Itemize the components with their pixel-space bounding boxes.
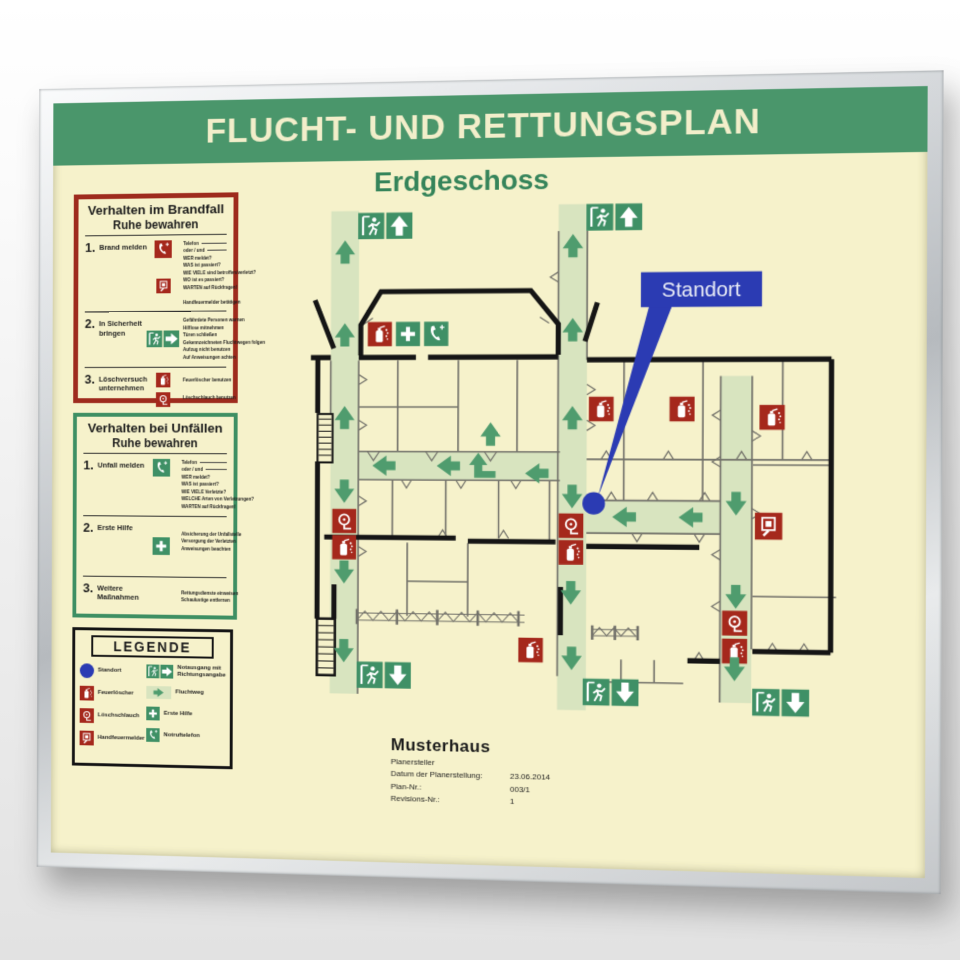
detail-line: Aufzug nicht benutzen [182, 347, 231, 353]
legend-panel: LEGENDE Standort Feuerlöscher [71, 627, 234, 770]
row-label: Brand melden [99, 242, 147, 252]
unfaelle-row-3: 3. Weitere Maßnahmen Rettungsdienste ein… [82, 575, 238, 630]
standort-dot [582, 492, 606, 515]
row-details: Absicherung der Unfallstelle Versorgung … [177, 520, 241, 572]
phone-red-icon [154, 239, 172, 258]
detail-line: Auf Anweisungen achten [182, 354, 236, 360]
row-label: Erste Hilfe [97, 522, 133, 532]
legend-title: LEGENDE [91, 635, 214, 659]
legend-item-fluchtweg: Fluchtweg [146, 686, 226, 700]
emergency-phone-icon [152, 458, 171, 477]
legend-item-loeschschlauch: Löschschlauch [79, 708, 145, 724]
brandfall-title: Verhalten im Brandfall [87, 201, 225, 218]
row-details: Telefon oder / und WER meldet? WAS ist p… [179, 238, 256, 306]
legend-item-notausgang: Notausgang mit Richtungsangabe [146, 664, 226, 679]
row-details: Rettungsdienste einweisen Schaulustige e… [177, 581, 238, 625]
row-number: 3. [82, 580, 94, 595]
brandfall-row-2: 2. In Sicherheit bringen Gefährdete Pers… [84, 310, 266, 367]
floor-plan: Standort [297, 203, 875, 717]
detail-line: Hilflose mitnehmen [183, 325, 224, 331]
poster-title: FLUCHT- UND RETTUNGSPLAN [205, 101, 761, 151]
info-value: 23.06.2014 [509, 772, 551, 783]
aluminum-frame: FLUCHT- UND RETTUNGSPLAN Erdgeschoss Ver… [36, 70, 944, 895]
detail-line: Schaulustige entfernen [181, 597, 231, 603]
detail-line: Handfeuermelder betätigen [183, 299, 241, 305]
brandfall-row-3: 3. Löschversuch unternehmen Feuerlöscher… [84, 366, 236, 412]
detail-line: Löschschlauch benutzen [182, 395, 236, 401]
row-label: Weitere Maßnahmen [97, 583, 139, 602]
legend-label: Standort [97, 667, 122, 674]
info-label: Revisions-Nr.: [390, 794, 440, 805]
window-walls [357, 609, 638, 640]
standort-dot-icon [79, 663, 95, 679]
row-label: In Sicherheit bringen [98, 319, 142, 338]
row-number: 1. [85, 239, 96, 255]
row-number: 2. [84, 316, 96, 332]
legend-item-handfeuermelder: Handfeuermelder [79, 730, 145, 747]
first-aid-icon [152, 537, 170, 556]
legend-label: Löschschlauch [97, 712, 140, 720]
unfaelle-subtitle: Ruhe bewahren [112, 435, 198, 450]
detail-line: WARTEN auf Rückfragen! [181, 504, 236, 510]
fire-equipment-icons [332, 321, 785, 664]
legend-label: Fluchtweg [175, 689, 204, 697]
row-label: Löschversuch unternehmen [98, 374, 148, 393]
emergency-phone-icon [424, 321, 449, 347]
legend-item-notruftelefon: Notruftelefon [146, 728, 226, 743]
standort-callout-label: Standort [662, 279, 741, 302]
manual-call-point-icon [79, 730, 94, 746]
detail-line: WARTEN auf Rückfragen! [183, 284, 238, 291]
info-value: 003/1 [509, 784, 530, 795]
info-value: 1 [509, 796, 515, 807]
legend-label: Feuerlöscher [97, 689, 134, 697]
brandfall-subtitle: Ruhe bewahren [112, 216, 199, 232]
brandfall-row-1: 1. Brand melden Telefon oder / und WER m… [84, 233, 256, 312]
first-aid-icon [395, 321, 421, 347]
fire-extinguisher-icon [79, 685, 94, 701]
floor-label: Erdgeschoss [374, 163, 550, 198]
row-number: 2. [83, 519, 94, 535]
emergency-exit-icon [146, 664, 174, 679]
first-aid-icon [146, 706, 161, 721]
row-number: 1. [83, 457, 94, 472]
detail-line: Gekennzeichneten Fluchtwegen folgen [182, 339, 266, 346]
legend-item-standort: Standort [79, 663, 145, 679]
legend-item-erstehilfe: Erste Hilfe [146, 706, 226, 722]
stairs [317, 414, 336, 675]
emergency-exit-signs [356, 203, 810, 717]
escape-route-icon [146, 686, 172, 700]
legend-item-feuerloescher: Feuerlöscher [79, 685, 145, 702]
fire-hose-icon [79, 708, 94, 724]
unfaelle-row-2: 2. Erste Hilfe Absicherung der Unfallste… [82, 514, 241, 577]
title-banner: FLUCHT- UND RETTUNGSPLAN [53, 86, 928, 166]
row-details: Gefährdete Personen warnen Hilflose mitn… [179, 316, 266, 362]
unfaelle-title: Verhalten bei Unfällen [87, 420, 223, 436]
row-details: Feuerlöscher benutzen Löschschlauch benu… [179, 371, 236, 406]
legend-label: Erste Hilfe [163, 710, 193, 718]
plan-info-block: Musterhaus Planersteller Datum der Plane… [391, 735, 713, 813]
escape-plan-poster: FLUCHT- UND RETTUNGSPLAN Erdgeschoss Ver… [50, 86, 928, 879]
panel-unfaelle: Verhalten bei Unfällen Ruhe bewahren 1. … [72, 412, 254, 630]
manual-call-point-icon [155, 278, 171, 293]
legend-label: Notausgang mit Richtungsangabe [177, 664, 226, 679]
panel-brandfall: Verhalten im Brandfall Ruhe bewahren 1. … [73, 192, 266, 412]
emergency-exit-icon [146, 330, 180, 348]
unfaelle-row-1: 1. Unfall melden Telefon oder / und WER … [83, 452, 254, 516]
legend-left-column: Standort Feuerlöscher Löschschlauch [79, 663, 145, 747]
legend-label: Handfeuermelder [97, 734, 145, 742]
legend-right-column: Notausgang mit Richtungsangabe Fluchtweg… [146, 664, 226, 748]
row-details: Telefon oder / und WER meldet? WAS ist p… [178, 458, 253, 511]
row-number: 3. [84, 371, 95, 387]
detail-line: Feuerlöscher benutzen [182, 377, 232, 383]
legend-label: Notruftelefon [163, 732, 200, 739]
detail-line: Anweisungen beachten [181, 546, 231, 552]
emergency-phone-icon [146, 728, 160, 743]
fire-extinguisher-icon [155, 372, 170, 388]
row-label: Unfall melden [97, 460, 145, 470]
fire-hose-icon [155, 391, 170, 407]
